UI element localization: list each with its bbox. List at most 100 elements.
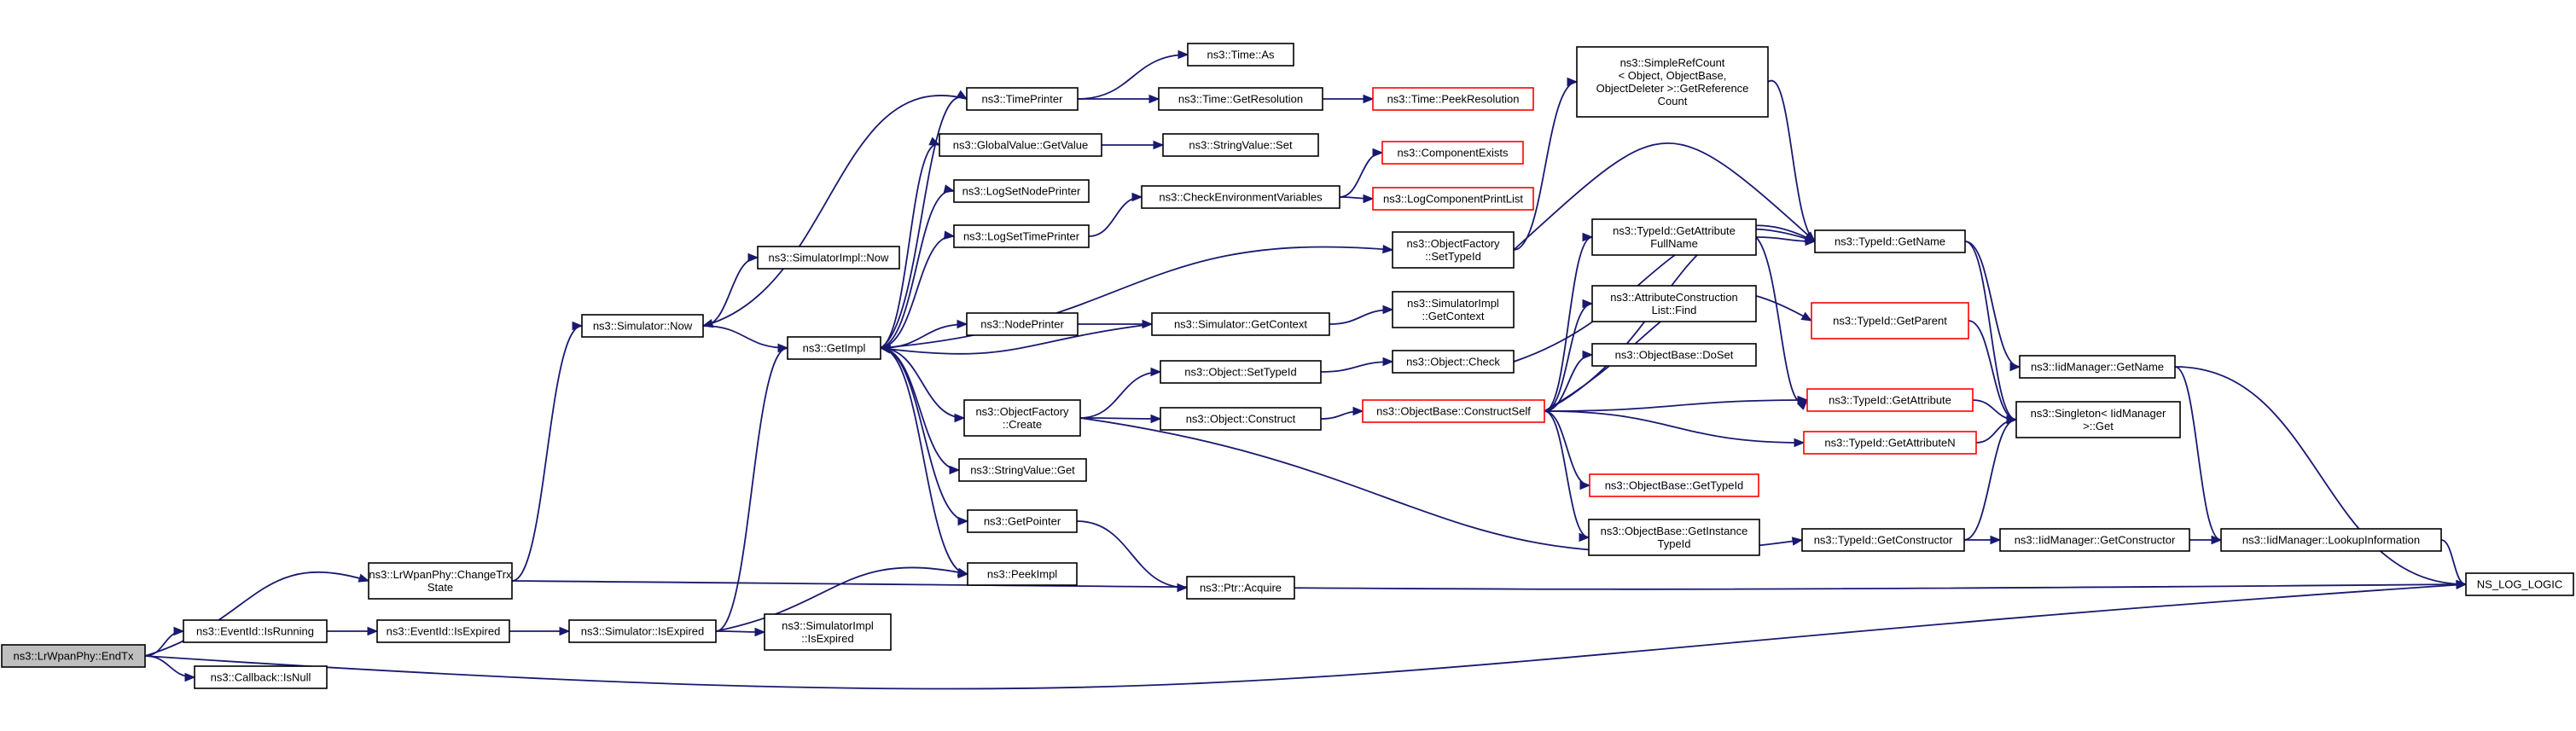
function-node-svset[interactable]: ns3::StringValue::Set xyxy=(1162,133,1319,157)
edge-arrowhead xyxy=(928,136,941,146)
function-node-sim-get-context[interactable]: ns3::Simulator::GetContext xyxy=(1151,312,1330,336)
edge-arrowhead xyxy=(1797,399,1808,410)
node-label-line: ns3::ObjectFactory xyxy=(1406,237,1500,250)
function-node-comp-exists[interactable]: ns3::ComponentExists xyxy=(1381,141,1524,165)
function-node-tiget-name[interactable]: ns3::TypeId::GetName xyxy=(1814,229,1966,253)
call-edge-IidGetConstructor-IidLookup xyxy=(2189,535,2223,545)
node-label-line: ns3::TypeId::GetAttribute xyxy=(1829,394,1951,407)
function-node-nslog-logic[interactable]: NS_LOG_LOGIC xyxy=(2465,572,2574,596)
function-node-sim-now[interactable]: ns3::Simulator::Now xyxy=(581,314,704,338)
node-label-line: ns3::SimulatorImpl::Now xyxy=(769,252,889,264)
node-label-line: ns3::IidManager::GetName xyxy=(2031,361,2164,374)
function-node-ofset-type-id[interactable]: ns3::ObjectFactory::SetTypeId xyxy=(1392,231,1515,269)
function-node-iid-get-constructor[interactable]: ns3::IidManager::GetConstructor xyxy=(1999,528,2190,552)
function-node-tiget-attribute[interactable]: ns3::TypeId::GetAttribute xyxy=(1806,388,1974,412)
node-box xyxy=(1151,312,1330,336)
function-node-time-printer[interactable]: ns3::TimePrinter xyxy=(966,87,1079,111)
function-node-is-running[interactable]: ns3::EventId::IsRunning xyxy=(183,619,328,643)
call-nodes: ns3::LrWpanPhy::EndTx ns3::LrWpanPhy::Cha… xyxy=(1,43,2574,689)
edge-arrowhead xyxy=(1791,537,1804,546)
function-node-get-impl[interactable]: ns3::GetImpl xyxy=(787,336,881,360)
call-edge-OFCreate-ObjConstruct xyxy=(1079,414,1162,424)
node-label-line: ns3::LrWpanPhy::ChangeTrx xyxy=(369,568,512,581)
function-node-obdo-set[interactable]: ns3::ObjectBase::DoSet xyxy=(1591,343,1757,367)
edge-line xyxy=(1513,81,1578,251)
function-node-time-peek-res[interactable]: ns3::Time::PeekResolution xyxy=(1372,87,1534,111)
function-node-ev-is-expired[interactable]: ns3::EventId::IsExpired xyxy=(376,619,510,643)
node-label-line: ns3::Object::SetTypeId xyxy=(1184,366,1297,379)
node-box xyxy=(2019,355,2176,379)
edge-line xyxy=(1544,236,1593,412)
edge-arrowhead xyxy=(1579,480,1591,490)
call-edge-TIGetAttrFullName-TIGetAttribute xyxy=(1755,236,1808,410)
edge-arrowhead xyxy=(943,230,956,240)
node-box xyxy=(1392,231,1515,269)
function-node-time-get-res[interactable]: ns3::Time::GetResolution xyxy=(1158,87,1323,111)
function-node-tiget-parent[interactable]: ns3::TypeId::GetParent xyxy=(1811,302,1969,339)
edge-line xyxy=(1320,361,1393,373)
function-node-obj-set-type-id[interactable]: ns3::Object::SetTypeId xyxy=(1160,360,1322,384)
node-box xyxy=(1392,350,1515,374)
call-edge-IidGetName-IidLookup xyxy=(2174,366,2223,545)
function-node-gvget-value[interactable]: ns3::GlobalValue::GetValue xyxy=(939,133,1102,157)
function-node-simple-ref-count[interactable]: ns3::SimpleRefCount< Object, ObjectBase,… xyxy=(1576,46,1769,118)
function-node-log-comp-print[interactable]: ns3::LogComponentPrintList xyxy=(1372,187,1534,211)
function-node-ofcreate[interactable]: ns3::ObjectFactory::Create xyxy=(963,399,1081,437)
node-box xyxy=(1392,291,1515,328)
function-node-is-null[interactable]: ns3::Callback::IsNull xyxy=(194,665,328,689)
node-label-line: ns3::TypeId::GetParent xyxy=(1833,315,1947,328)
node-box xyxy=(1141,185,1340,209)
edge-line xyxy=(702,95,968,327)
node-box xyxy=(1160,407,1322,431)
function-node-sim-is-expired[interactable]: ns3::Simulator::IsExpired xyxy=(568,619,717,643)
function-node-iid-lookup[interactable]: ns3::IidManager::LookupInformation xyxy=(2220,528,2442,552)
call-edge-GetImpl-TimePrinter xyxy=(880,90,968,349)
node-label-line: Count xyxy=(1658,95,1688,107)
node-label-line: ns3::GetImpl xyxy=(803,342,866,355)
function-node-svget[interactable]: ns3::StringValue::Get xyxy=(958,458,1087,482)
function-node-check-env[interactable]: ns3::CheckEnvironmentVariables xyxy=(1141,185,1340,209)
function-node-construct-self[interactable]: ns3::ObjectBase::ConstructSelf xyxy=(1362,399,1545,423)
function-node-node-printer[interactable]: ns3::NodePrinter xyxy=(966,312,1079,336)
call-edge-TimePrinter-TimeAs xyxy=(1077,49,1189,100)
function-node-end-tx[interactable]: ns3::LrWpanPhy::EndTx xyxy=(1,644,146,668)
edge-line xyxy=(880,143,940,349)
function-node-singleton-get[interactable]: ns3::Singleton< IidManager>::Get xyxy=(2015,401,2181,438)
call-edge-ConstructSelf-TIGetAttribute xyxy=(1544,395,1809,412)
function-node-obj-check[interactable]: ns3::Object::Check xyxy=(1392,350,1515,374)
edge-arrowhead xyxy=(1794,438,1806,448)
function-node-tiget-constructor[interactable]: ns3::TypeId::GetConstructor xyxy=(1801,528,1965,552)
node-box xyxy=(1591,285,1757,322)
node-label-line: ns3::SimulatorImpl xyxy=(1407,297,1499,310)
function-node-tiget-attribute-n[interactable]: ns3::TypeId::GetAttributeN xyxy=(1803,431,1977,455)
edge-arrowhead xyxy=(1990,535,2002,545)
function-node-ptr-acquire[interactable]: ns3::Ptr::Acquire xyxy=(1186,576,1295,600)
function-node-get-pointer[interactable]: ns3::GetPointer xyxy=(967,509,1078,533)
call-edge-ConstructSelf-TIGetAttributeN xyxy=(1544,410,1806,448)
node-label-line: ns3::Callback::IsNull xyxy=(211,671,311,684)
node-label-line: ns3::Time::GetResolution xyxy=(1178,93,1303,106)
node-label-line: ns3::AttributeConstruction xyxy=(1610,291,1738,304)
edge-arrowhead xyxy=(957,569,969,579)
function-node-log-set-node-printer[interactable]: ns3::LogSetNodePrinter xyxy=(953,179,1090,203)
function-node-iid-get-name[interactable]: ns3::IidManager::GetName xyxy=(2019,355,2176,379)
edge-line xyxy=(511,325,583,582)
edge-arrowhead xyxy=(1153,140,1165,150)
function-node-obget-type-id[interactable]: ns3::ObjectBase::GetTypeId xyxy=(1589,473,1759,497)
node-box xyxy=(368,562,513,600)
function-node-obj-construct[interactable]: ns3::Object::Construct xyxy=(1160,407,1322,431)
function-node-sim-impl-now[interactable]: ns3::SimulatorImpl::Now xyxy=(757,246,900,270)
function-node-sim-impl-get-context[interactable]: ns3::SimulatorImpl::GetContext xyxy=(1392,291,1515,328)
edge-arrowhead xyxy=(1131,192,1143,202)
function-node-log-set-time-printer[interactable]: ns3::LogSetTimePrinter xyxy=(953,224,1090,248)
edge-line xyxy=(1964,241,2017,421)
function-node-time-as[interactable]: ns3::Time::As xyxy=(1187,43,1294,67)
function-node-sim-impl-is-expired[interactable]: ns3::SimulatorImpl::IsExpired xyxy=(764,613,892,651)
node-box xyxy=(2465,572,2574,596)
edge-line xyxy=(1513,228,1816,363)
function-node-peek-impl[interactable]: ns3::PeekImpl xyxy=(967,562,1078,586)
